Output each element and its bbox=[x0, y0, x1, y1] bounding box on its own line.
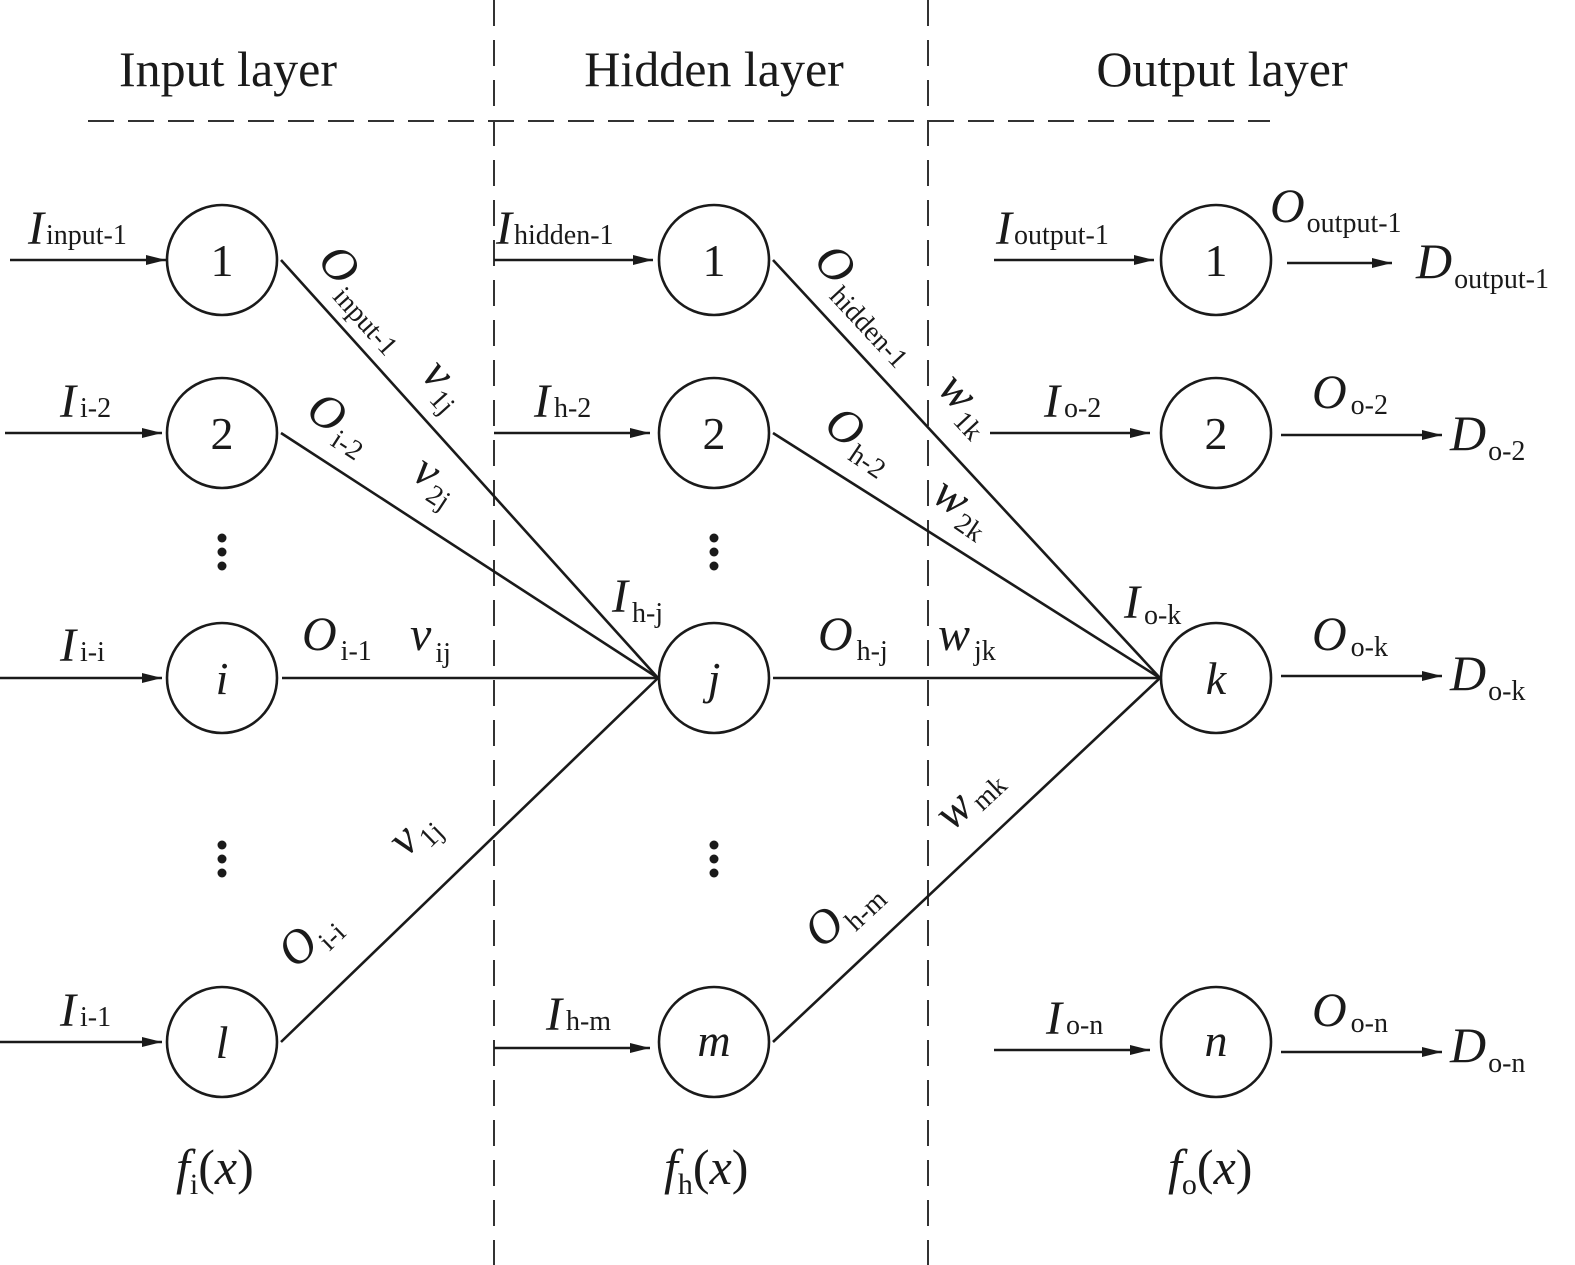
ellipsis-hidden-lower bbox=[709, 840, 719, 878]
node-hidden-1: 1 bbox=[657, 203, 771, 317]
edge-h2-ok bbox=[772, 431, 1161, 680]
node-label: 2 bbox=[1205, 408, 1228, 459]
label-v-1j-low: v1j bbox=[377, 796, 450, 870]
node-label: m bbox=[697, 1015, 730, 1066]
node-input-2: 2 bbox=[165, 376, 279, 490]
label-O-h-2: Oh-2 bbox=[812, 395, 906, 485]
edge-in1-hj bbox=[280, 259, 659, 679]
node-label: 2 bbox=[211, 408, 234, 459]
node-hidden-j: j bbox=[657, 621, 771, 735]
label-v-2j: v2j bbox=[401, 443, 471, 517]
ellipsis-input-upper bbox=[217, 533, 227, 571]
label-O-output-1: Ooutput-1 bbox=[1270, 180, 1402, 239]
node-label: 1 bbox=[1205, 235, 1228, 286]
function-input-layer: fi(x) bbox=[176, 1139, 254, 1201]
label-O-input-1: Oinput-1 bbox=[302, 234, 426, 362]
node-label: 1 bbox=[211, 235, 234, 286]
node-input-l: l bbox=[165, 985, 279, 1099]
ellipsis-hidden-upper bbox=[709, 533, 719, 571]
node-label: l bbox=[216, 1017, 229, 1068]
node-label: k bbox=[1206, 653, 1228, 704]
edge-h1-ok bbox=[772, 259, 1161, 679]
label-O-hidden-1: Ohidden-1 bbox=[798, 233, 936, 374]
node-hidden-2: 2 bbox=[657, 376, 771, 490]
node-output-n: n bbox=[1159, 985, 1273, 1099]
node-output-1: 1 bbox=[1159, 203, 1273, 317]
label-I-input-1: Iinput-1 bbox=[27, 202, 127, 255]
label-O-i-i: Oi-i bbox=[267, 897, 352, 982]
label-D-o-2: Do-2 bbox=[1449, 405, 1525, 467]
node-input-i: i bbox=[165, 621, 279, 735]
node-label: 2 bbox=[703, 408, 726, 459]
label-I-hidden-1: Ihidden-1 bbox=[495, 202, 614, 255]
title-hidden-layer: Hidden layer bbox=[584, 41, 844, 97]
label-D-output-1: Doutput-1 bbox=[1415, 233, 1549, 295]
node-input-1: 1 bbox=[165, 203, 279, 317]
ellipsis-input-lower bbox=[217, 840, 227, 878]
node-output-k: k bbox=[1159, 621, 1273, 735]
label-O-i-2: Oi-2 bbox=[295, 381, 384, 467]
node-hidden-m: m bbox=[657, 985, 771, 1099]
title-output-layer: Output layer bbox=[1096, 41, 1348, 97]
node-output-2: 2 bbox=[1159, 376, 1273, 490]
node-label: n bbox=[1205, 1015, 1228, 1066]
function-hidden-layer: fh(x) bbox=[664, 1139, 748, 1201]
node-label: j bbox=[703, 653, 721, 704]
edge-inl-hj bbox=[280, 677, 659, 1043]
title-input-layer: Input layer bbox=[119, 41, 337, 97]
node-label: 1 bbox=[703, 235, 726, 286]
edge-hm-ok bbox=[772, 677, 1161, 1043]
label-D-o-n: Do-n bbox=[1449, 1017, 1525, 1079]
node-label: i bbox=[216, 653, 229, 704]
label-w-2k: w2k bbox=[920, 465, 1004, 549]
label-I-output-1: Ioutput-1 bbox=[995, 202, 1109, 255]
label-O-h-m: Oh-m bbox=[793, 863, 893, 962]
edge-in2-hj bbox=[280, 431, 659, 680]
label-D-o-k: Do-k bbox=[1449, 645, 1525, 707]
label-v-1j-top: v1j bbox=[407, 348, 481, 421]
function-output-layer: fo(x) bbox=[1168, 1139, 1252, 1201]
